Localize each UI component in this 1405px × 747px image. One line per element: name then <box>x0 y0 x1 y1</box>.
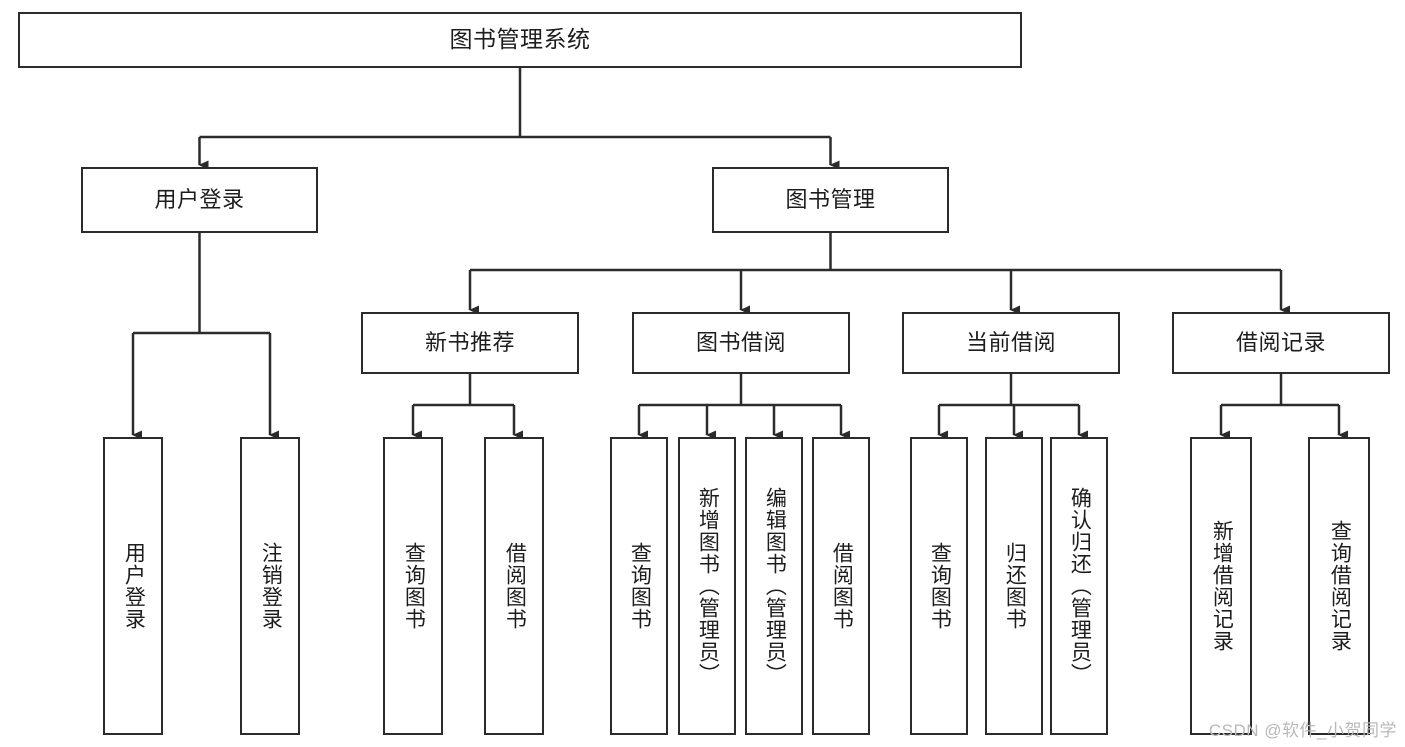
node-label: 查询图书 <box>402 542 426 630</box>
node-leaf-borrow-2[interactable]: 借阅图书 <box>812 437 870 735</box>
node-label: 确认归还（管理员） <box>1068 487 1092 685</box>
node-label: 编辑图书（管理员） <box>763 487 787 685</box>
watermark: CSDN @软件_小贺同学 <box>1208 721 1397 740</box>
node-label: 当前借阅 <box>965 329 1056 355</box>
node-root[interactable]: 图书管理系统 <box>18 12 1022 68</box>
node-leaf-confirm[interactable]: 确认归还（管理员） <box>1050 437 1108 735</box>
node-label: 查询借阅记录 <box>1328 520 1352 652</box>
node-leaf-query-1[interactable]: 查询图书 <box>383 437 443 735</box>
node-label: 图书管理 <box>785 186 876 212</box>
node-new-book-rec[interactable]: 新书推荐 <box>361 312 579 374</box>
node-leaf-query-2[interactable]: 查询图书 <box>610 437 668 735</box>
node-label: 用户登录 <box>154 186 245 212</box>
edge-group <box>131 68 1348 440</box>
node-label: 归还图书 <box>1003 542 1027 630</box>
node-label: 新增借阅记录 <box>1210 520 1234 652</box>
node-label: 用户登录 <box>122 542 146 630</box>
node-borrow-record[interactable]: 借阅记录 <box>1172 312 1390 374</box>
node-label: 借阅图书 <box>830 542 854 630</box>
node-leaf-edit-book[interactable]: 编辑图书（管理员） <box>745 437 803 735</box>
node-leaf-add-book[interactable]: 新增图书（管理员） <box>678 437 736 735</box>
node-label: 新书推荐 <box>424 329 515 355</box>
node-leaf-add-rec[interactable]: 新增借阅记录 <box>1190 437 1252 735</box>
node-leaf-query-rec[interactable]: 查询借阅记录 <box>1308 437 1370 735</box>
node-leaf-query-3[interactable]: 查询图书 <box>910 437 968 735</box>
node-user-login[interactable]: 用户登录 <box>81 167 318 233</box>
node-label: 借阅图书 <box>503 542 527 630</box>
node-book-manage[interactable]: 图书管理 <box>712 167 949 233</box>
node-label: 借阅记录 <box>1235 329 1326 355</box>
node-leaf-borrow-1[interactable]: 借阅图书 <box>484 437 544 735</box>
node-label: 注销登录 <box>259 542 283 630</box>
node-label: 图书借阅 <box>695 329 786 355</box>
node-label: 新增图书（管理员） <box>696 487 720 685</box>
node-leaf-return[interactable]: 归还图书 <box>985 437 1043 735</box>
node-label: 查询图书 <box>928 542 952 630</box>
node-current-borrow[interactable]: 当前借阅 <box>902 312 1120 374</box>
node-label: 图书管理系统 <box>449 26 591 53</box>
node-leaf-logout[interactable]: 注销登录 <box>240 437 300 735</box>
node-label: 查询图书 <box>628 542 652 630</box>
node-book-borrow[interactable]: 图书借阅 <box>632 312 850 374</box>
node-leaf-user-login[interactable]: 用户登录 <box>103 437 163 735</box>
